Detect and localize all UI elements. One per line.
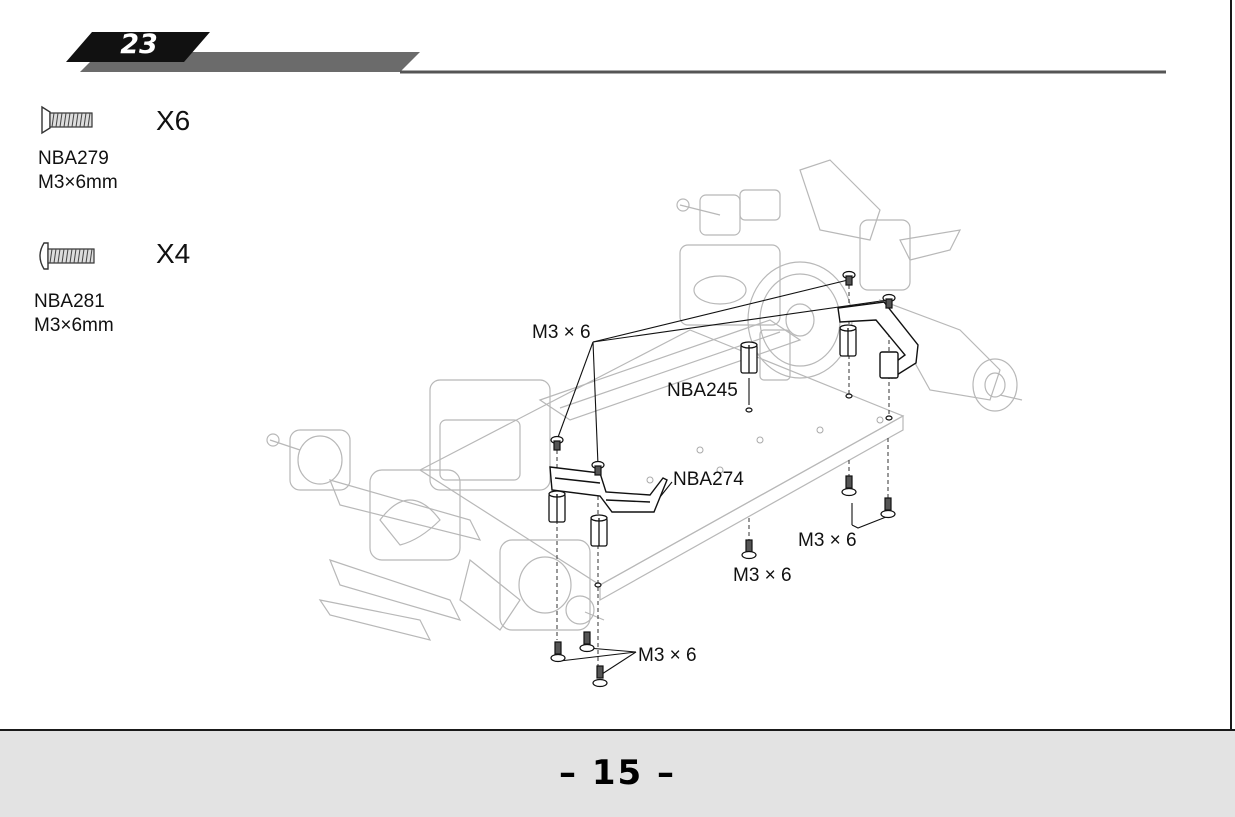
callout-screw-top: M3 × 6 <box>532 322 591 343</box>
button-head-screw-icon <box>39 242 95 270</box>
screw-icon <box>591 460 605 476</box>
screw-icon <box>841 475 857 497</box>
callout-spacer: NBA245 <box>667 380 738 401</box>
callout-screw-center: M3 × 6 <box>733 565 792 586</box>
rear-brace <box>837 301 919 379</box>
part-2-code: NBA281 <box>34 291 105 312</box>
plate-holes <box>646 416 884 484</box>
screw-icon <box>880 497 896 519</box>
screw-icon <box>579 631 595 653</box>
screw-icon <box>842 270 856 286</box>
screw-icon <box>741 539 757 560</box>
part-1-size: M3×6mm <box>38 172 118 193</box>
screws <box>550 270 896 688</box>
chassis-ghost <box>266 159 1023 641</box>
screw-icon <box>882 293 896 309</box>
part-1-quantity: X6 <box>156 105 191 136</box>
screw-icon <box>550 435 564 451</box>
step-number: 23 <box>120 29 158 60</box>
callout-screw-front: M3 × 6 <box>638 645 697 666</box>
page-footer: – 15 – <box>0 729 1235 817</box>
screw-icon <box>550 641 566 663</box>
leader-lines <box>556 279 889 675</box>
callout-screw-right: M3 × 6 <box>798 530 857 551</box>
part-2-quantity: X4 <box>156 238 191 269</box>
page-border <box>1230 0 1232 730</box>
front-brace <box>549 466 668 513</box>
spacers <box>548 324 857 547</box>
flat-head-screw-icon <box>41 105 93 135</box>
page-number: – 15 – <box>559 753 676 793</box>
screw-icon <box>592 665 608 688</box>
part-1-code: NBA279 <box>38 148 109 169</box>
part-2-size: M3×6mm <box>34 315 114 336</box>
callout-brace: NBA274 <box>673 469 744 490</box>
